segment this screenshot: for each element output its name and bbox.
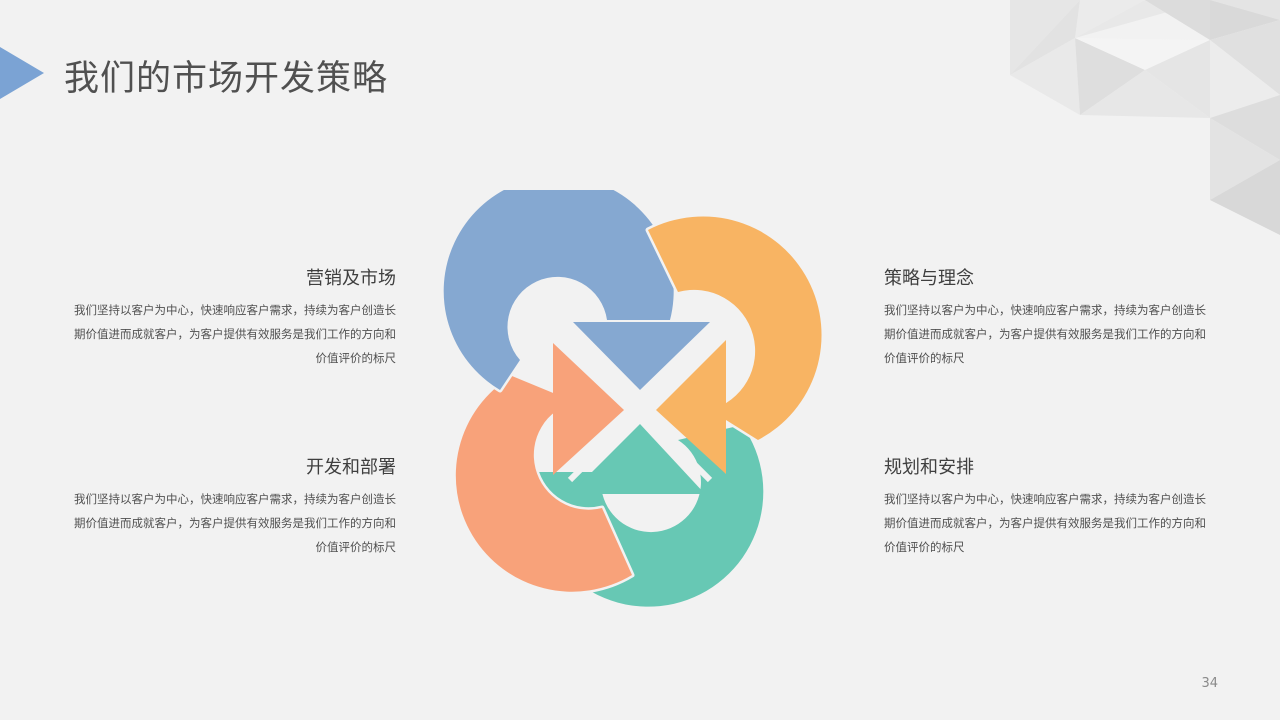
section-heading: 开发和部署 <box>306 457 396 478</box>
slide-title: 我们的市场开发策略 <box>64 59 389 99</box>
section-development: 开发和部署 我们坚持以客户为中心，快速响应客户需求，持续为客户创造长期价值进而成… <box>66 453 396 559</box>
four-arrow-cycle-diagram <box>441 190 824 610</box>
section-heading: 规划和安排 <box>884 457 974 478</box>
section-body: 我们坚持以客户为中心，快速响应客户需求，持续为客户创造长期价值进而成就客户，为客… <box>74 492 396 554</box>
section-planning: 规划和安排 我们坚持以客户为中心，快速响应客户需求，持续为客户创造长期价值进而成… <box>884 453 1214 559</box>
section-body: 我们坚持以客户为中心，快速响应客户需求，持续为客户创造长期价值进而成就客户，为客… <box>884 303 1206 365</box>
salmon-arrow <box>453 343 635 595</box>
section-marketing: 营销及市场 我们坚持以客户为中心，快速响应客户需求，持续为客户创造长期价值进而成… <box>66 264 396 370</box>
section-body: 我们坚持以客户为中心，快速响应客户需求，持续为客户创造长期价值进而成就客户，为客… <box>884 492 1206 554</box>
corner-decoration <box>1010 0 1280 235</box>
orange-arrow <box>645 214 824 474</box>
section-strategy: 策略与理念 我们坚持以客户为中心，快速响应客户需求，持续为客户创造长期价值进而成… <box>884 264 1214 370</box>
section-heading: 营销及市场 <box>306 268 396 289</box>
section-body: 我们坚持以客户为中心，快速响应客户需求，持续为客户创造长期价值进而成就客户，为客… <box>74 303 396 365</box>
section-heading: 策略与理念 <box>884 268 974 289</box>
page-number: 34 <box>1201 676 1218 691</box>
title-accent-triangle <box>0 47 44 99</box>
blue-arrow <box>441 190 710 393</box>
